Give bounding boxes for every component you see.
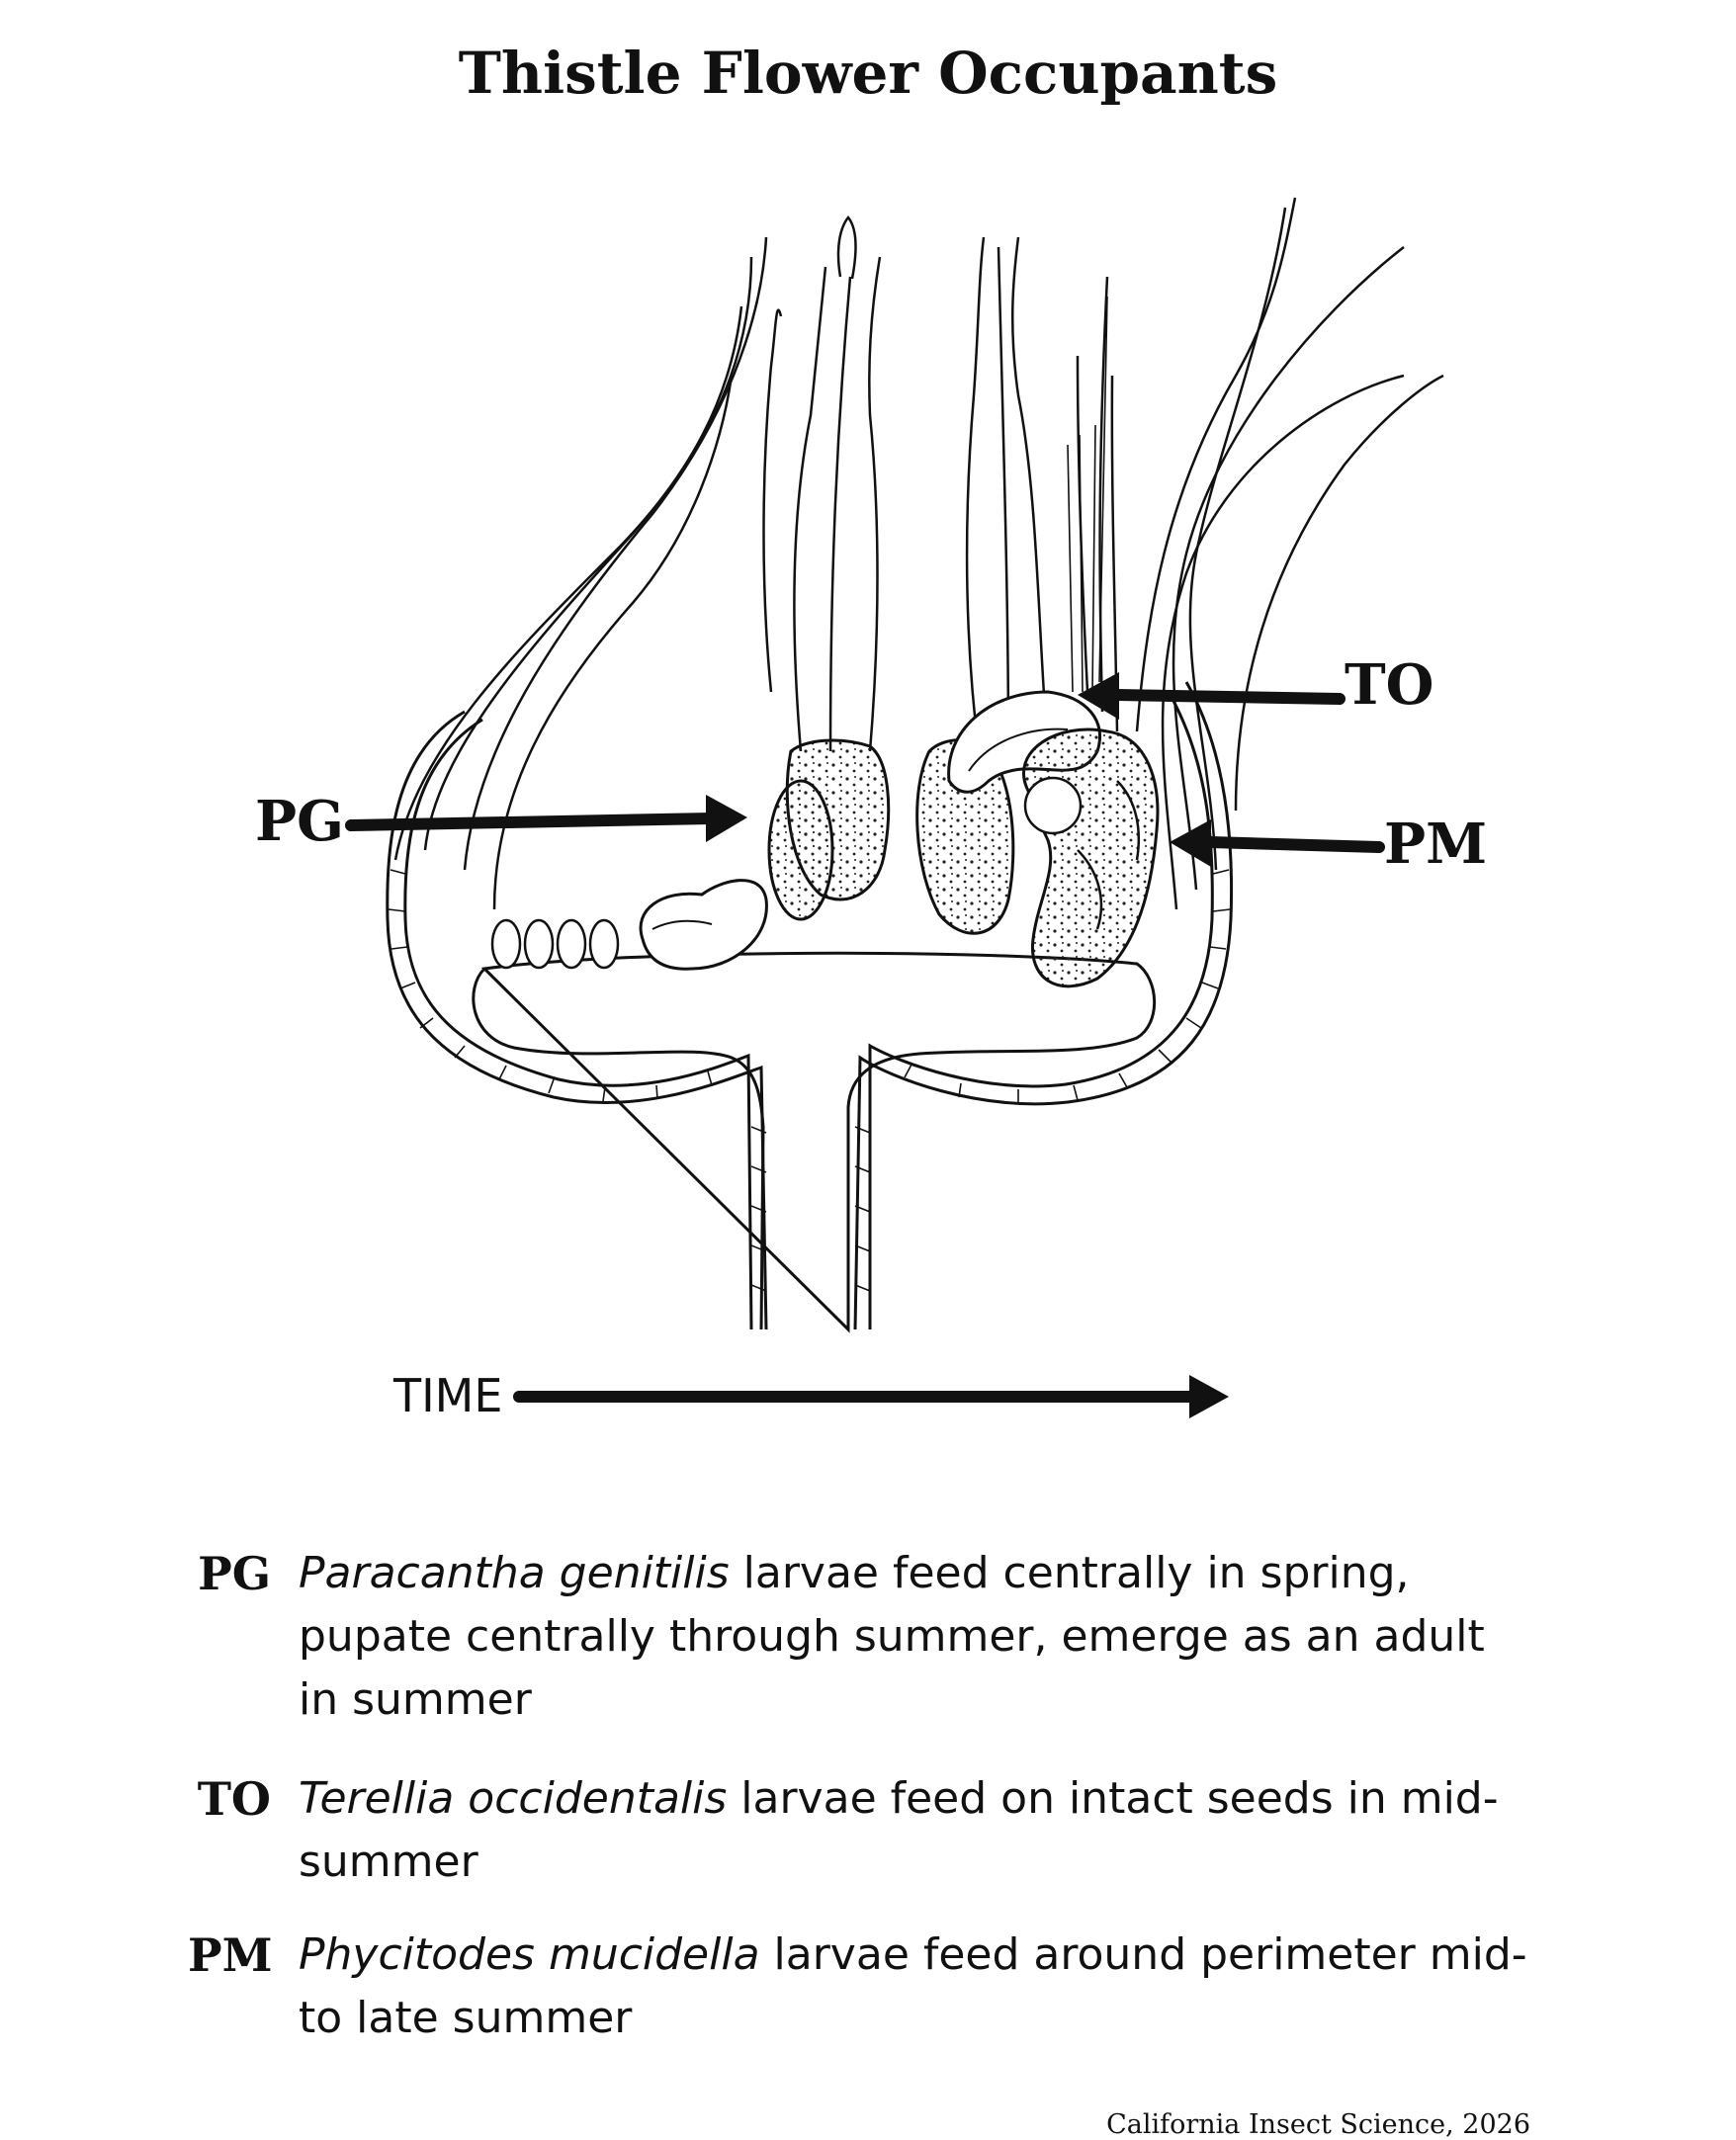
label-to: TO	[1345, 652, 1433, 718]
legend-description: Terellia occidentalis larvae feed on int…	[299, 1767, 1534, 1894]
legend-description-text: larvae feed centrally in spring, pupate …	[299, 1548, 1485, 1725]
receptacle	[472, 951, 1157, 1333]
legend-item-pg: PG Paracantha genitilis larvae feed cent…	[188, 1542, 1592, 1732]
label-pg: PG	[255, 789, 344, 854]
legend-description-text: larvae feed on intact seeds in mid-summe…	[299, 1773, 1499, 1887]
arrow-pm	[1170, 819, 1385, 867]
species-name: Paracantha genitilis	[299, 1548, 730, 1598]
species-name: Phycitodes mucidella	[299, 1929, 760, 1980]
seeds	[767, 738, 1015, 935]
seed-left	[767, 779, 834, 921]
flower-outer-wall	[386, 681, 1234, 1330]
label-pm: PM	[1384, 812, 1487, 877]
pm-larva	[1021, 728, 1160, 988]
feathery-bristles	[1067, 296, 1108, 693]
legend-description: Paracantha genitilis larvae feed central…	[299, 1542, 1534, 1732]
diagram-title: Thistle Flower Occupants	[458, 40, 1278, 107]
florets	[762, 214, 1119, 752]
developing-seeds	[490, 918, 620, 970]
arrow-to	[1078, 672, 1345, 720]
species-name: Terellia occidentalis	[299, 1773, 728, 1824]
legend-code: PG	[198, 1547, 271, 1600]
wall-hatching	[388, 869, 1231, 1103]
arrow-time	[513, 1375, 1229, 1418]
stem	[750, 1126, 871, 1292]
arrow-pg	[345, 795, 747, 842]
legend-code: TO	[197, 1772, 271, 1826]
legend-description: Phycitodes mucidella larvae feed around …	[299, 1924, 1534, 2050]
pappus-strands	[393, 197, 1444, 910]
legend-item-to: TO Terellia occidentalis larvae feed on …	[188, 1767, 1592, 1894]
pg-larva	[639, 879, 768, 971]
legend-description-text: larvae feed around perimeter mid- to lat…	[299, 1929, 1527, 2043]
label-time: TIME	[392, 1369, 502, 1422]
credit-text: California Insect Science, 2026	[1106, 2109, 1530, 2140]
legend-item-pm: PM Phycitodes mucidella larvae feed arou…	[188, 1924, 1592, 2050]
thistle-flower-illustration: PG TO PM TIME	[255, 197, 1487, 1422]
legend: PG Paracantha genitilis larvae feed cent…	[188, 1542, 1592, 2050]
legend-code: PM	[188, 1928, 273, 1982]
